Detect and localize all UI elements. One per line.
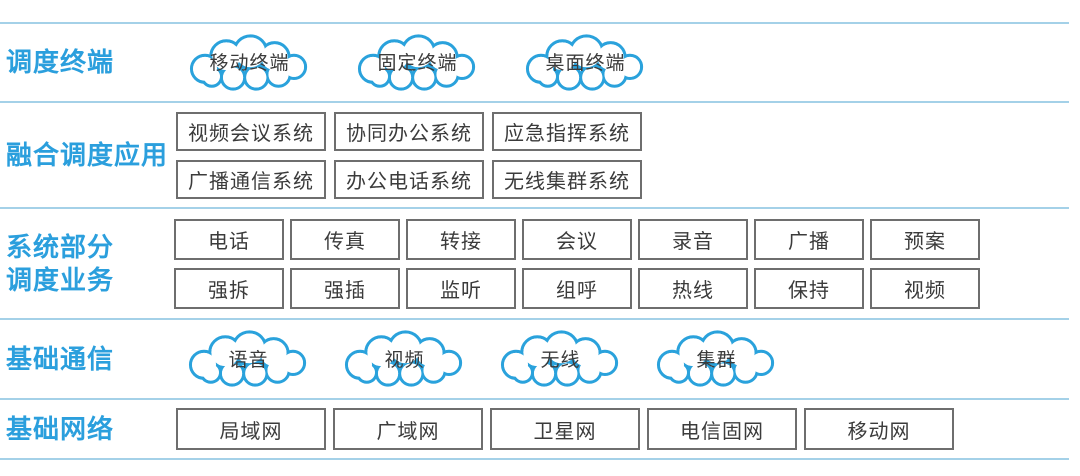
layer-label-basic-communication: 基础通信 xyxy=(0,320,172,398)
cloud-node-fixed-terminal: 固定终端 xyxy=(350,33,485,92)
app-box: 视频会议系统 xyxy=(176,111,326,151)
network-box: 卫星网 xyxy=(490,408,640,450)
service-box: 转接 xyxy=(406,218,516,260)
layer-row-basic-networks: 基础网络 局域网 广域网 卫星网 电信固网 移动网 xyxy=(0,398,1069,460)
cloud-node-voice: 语音 xyxy=(181,330,316,388)
layer-row-basic-communication: 基础通信 语音 视频 无线 集群 xyxy=(0,318,1069,398)
service-box: 强拆 xyxy=(174,267,284,309)
service-box: 监听 xyxy=(406,267,516,309)
network-box: 局域网 xyxy=(176,408,326,450)
service-box: 传真 xyxy=(290,218,400,260)
app-box: 无线集群系统 xyxy=(492,159,642,199)
service-box: 视频 xyxy=(870,267,980,309)
cloud-node-label: 桌面终端 xyxy=(545,53,626,74)
service-box: 预案 xyxy=(870,218,980,260)
network-box: 广域网 xyxy=(333,408,483,450)
cloud-node-label: 移动终端 xyxy=(209,53,290,74)
app-box: 办公电话系统 xyxy=(334,159,484,199)
cloud-node-label: 视频 xyxy=(384,349,425,371)
service-box: 热线 xyxy=(638,267,748,309)
layer-label-dispatch-terminals: 调度终端 xyxy=(0,24,172,101)
service-box: 保持 xyxy=(754,267,864,309)
cloud-node-video: 视频 xyxy=(337,330,472,388)
layer-row-dispatch-services: 系统部分 调度业务 电话 传真 转接 会议 录音 广播 预案 强拆 强插 监听 … xyxy=(0,207,1069,318)
service-box-grid: 电话 传真 转接 会议 录音 广播 预案 强拆 强插 监听 组呼 热线 保持 视… xyxy=(174,218,980,309)
service-box: 会议 xyxy=(522,218,632,260)
layer-label-text: 基础通信 xyxy=(6,343,115,374)
cloud-node-desktop-terminal: 桌面终端 xyxy=(518,33,653,92)
network-box-grid: 局域网 广域网 卫星网 电信固网 移动网 xyxy=(176,408,954,450)
service-box: 录音 xyxy=(638,218,748,260)
service-box: 组呼 xyxy=(522,267,632,309)
app-box: 协同办公系统 xyxy=(334,111,484,151)
terminal-cloud-strip: 移动终端 固定终端 桌面终端 xyxy=(172,24,653,101)
service-box: 广播 xyxy=(754,218,864,260)
cloud-node-label: 语音 xyxy=(228,349,269,371)
layer-stack: 调度终端 移动终端 固定终端 桌面终端 融合调度应用 xyxy=(0,22,1069,460)
cloud-node-mobile-terminal: 移动终端 xyxy=(182,33,317,92)
app-box-grid: 视频会议系统 协同办公系统 应急指挥系统 广播通信系统 办公电话系统 无线集群系… xyxy=(176,111,642,199)
layer-label-dispatch-services: 系统部分 调度业务 xyxy=(0,209,172,318)
cloud-node-label: 无线 xyxy=(540,349,581,371)
cloud-node-label: 集群 xyxy=(696,349,737,371)
network-box: 移动网 xyxy=(804,408,954,450)
network-box: 电信固网 xyxy=(647,408,797,450)
layer-label-text: 融合调度应用 xyxy=(6,139,169,170)
layer-label-text-line1: 系统部分 xyxy=(6,231,115,262)
layer-label-text-line2: 调度业务 xyxy=(6,264,115,295)
layer-label-converged-dispatch-apps: 融合调度应用 xyxy=(0,103,172,207)
service-box: 强插 xyxy=(290,267,400,309)
communication-cloud-strip: 语音 视频 无线 集群 xyxy=(172,320,784,398)
layer-label-text: 调度终端 xyxy=(6,47,115,77)
layer-row-dispatch-terminals: 调度终端 移动终端 固定终端 桌面终端 xyxy=(0,22,1069,101)
app-box: 应急指挥系统 xyxy=(492,111,642,151)
layer-label-basic-networks: 基础网络 xyxy=(0,400,172,458)
layer-label-text: 基础网络 xyxy=(6,413,115,444)
app-box: 广播通信系统 xyxy=(176,159,326,199)
cloud-node-trunking: 集群 xyxy=(649,330,784,388)
cloud-node-wireless: 无线 xyxy=(493,330,628,388)
cloud-node-label: 固定终端 xyxy=(377,53,458,74)
service-box: 电话 xyxy=(174,218,284,260)
layer-row-converged-dispatch-apps: 融合调度应用 视频会议系统 协同办公系统 应急指挥系统 广播通信系统 办公电话系… xyxy=(0,101,1069,207)
